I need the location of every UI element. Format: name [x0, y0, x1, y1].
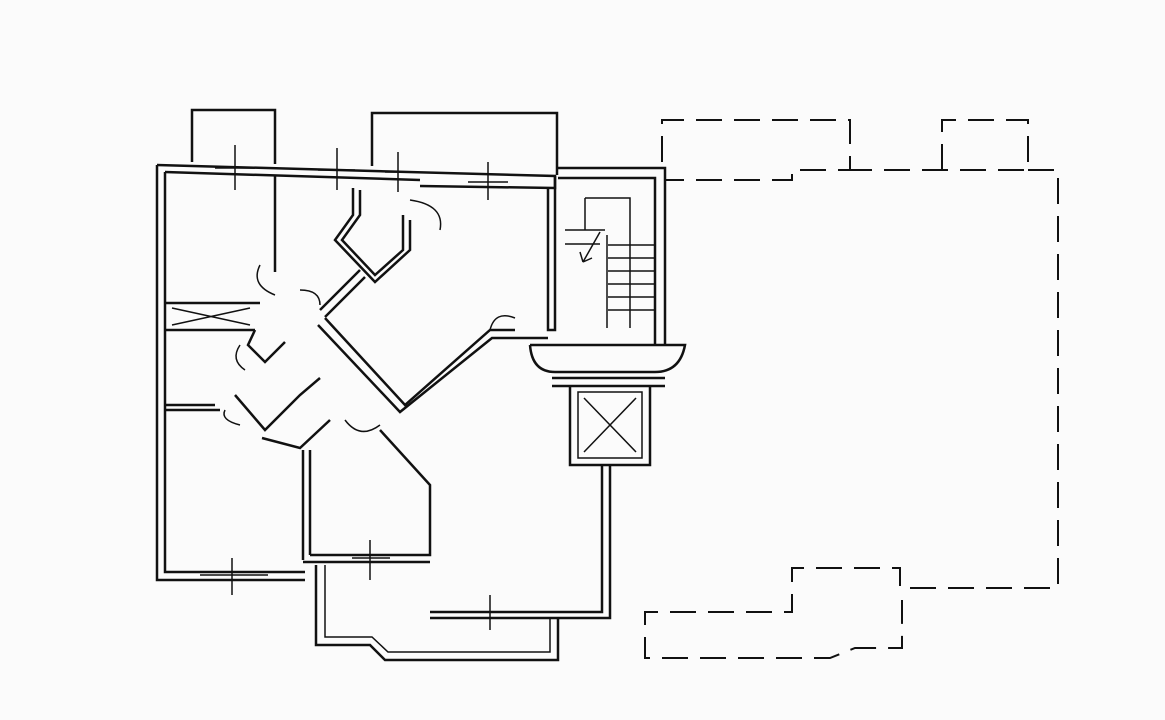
- windows: [200, 145, 520, 630]
- elevator-shaft: [568, 386, 652, 467]
- door-swings: [223, 199, 516, 433]
- interior-walls: [165, 175, 548, 564]
- exterior-walls: [155, 163, 612, 620]
- stair-core: [528, 166, 687, 388]
- balconies: [190, 108, 560, 662]
- adjacent-unit-outline: [644, 119, 1059, 659]
